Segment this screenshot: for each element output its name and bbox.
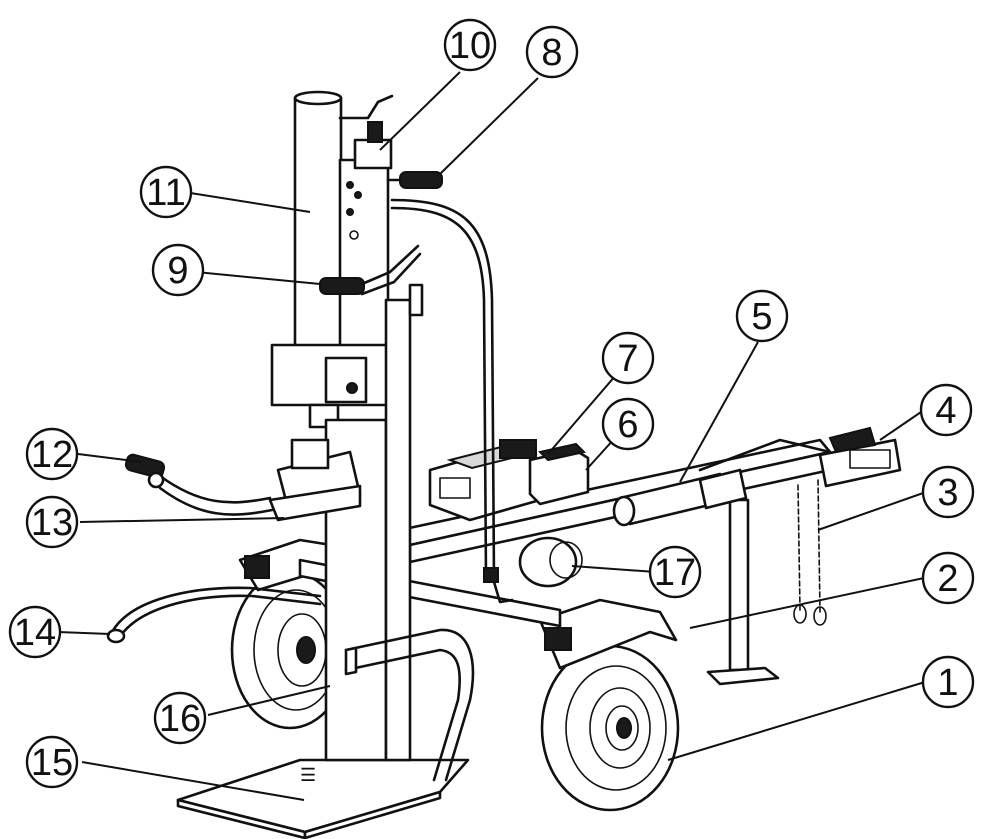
callout-number: 10 [449, 25, 491, 67]
callout-circle [25, 495, 79, 549]
callout-circle [648, 545, 702, 599]
callout-6: 6 [601, 397, 655, 451]
callout-number: 2 [937, 558, 958, 600]
callout-number: 14 [14, 612, 56, 654]
callout-number: 12 [31, 434, 73, 476]
hydraulic-cylinder [612, 468, 748, 527]
callout-circle [921, 465, 975, 519]
callout-4: 4 [919, 383, 973, 437]
callout-3: 3 [921, 465, 975, 519]
lift-arm [110, 586, 322, 634]
callout-number: 6 [617, 404, 638, 446]
callout-circle [139, 165, 193, 219]
control-handle-8 [386, 171, 443, 189]
right-wheel [540, 644, 680, 812]
splitter-column [293, 90, 390, 380]
oil-tank [518, 536, 583, 588]
leader-lines [57, 71, 927, 801]
callout-number: 17 [654, 552, 696, 594]
splitting-wedge [270, 343, 394, 429]
lever-12 [124, 453, 274, 516]
callout-number: 5 [751, 296, 772, 338]
callout-12: 12 [25, 427, 79, 481]
callout-number: 9 [167, 250, 188, 292]
callout-number: 3 [937, 472, 958, 514]
callout-14: 14 [8, 605, 62, 659]
callout-7: 7 [601, 331, 655, 385]
callout-circle [921, 655, 975, 709]
callout-1: 1 [921, 655, 975, 709]
control-handle-9 [319, 244, 422, 296]
callout-circle [601, 397, 655, 451]
fuel-tank [528, 442, 590, 506]
callout-5: 5 [735, 289, 789, 343]
callout-circle [25, 427, 79, 481]
valve-block [338, 94, 394, 170]
callout-number: 4 [935, 390, 956, 432]
callout-10: 10 [443, 18, 497, 72]
callout-circle [151, 243, 205, 297]
callout-number: 7 [617, 338, 638, 380]
tow-coupling [818, 426, 902, 488]
callout-circle [153, 691, 207, 745]
fenders [238, 538, 678, 670]
callout-number: 11 [146, 172, 185, 214]
callout-circle [443, 18, 497, 72]
callout-17: 17 [648, 545, 702, 599]
callout-16: 16 [153, 691, 207, 745]
callout-circle [735, 289, 789, 343]
callout-number: 16 [159, 698, 201, 740]
callout-circle [601, 331, 655, 385]
callout-number: 15 [31, 742, 73, 784]
callout-circle [921, 551, 975, 605]
callout-circle [25, 735, 79, 789]
callout-number: 8 [541, 32, 562, 74]
hydraulic-hose [390, 198, 496, 580]
support-leg [706, 498, 780, 686]
callout-circle [525, 25, 579, 79]
callout-circle [8, 605, 62, 659]
base-plate: ☰ [176, 758, 470, 839]
callout-11: 11 [139, 165, 193, 219]
foot-guard [344, 628, 475, 782]
svg-text:☰: ☰ [300, 765, 316, 785]
callout-8: 8 [525, 25, 579, 79]
safety-chains [793, 479, 827, 626]
callout-9: 9 [151, 243, 205, 297]
callout-circle [919, 383, 973, 437]
callout-15: 15 [25, 735, 79, 789]
callout-2: 2 [921, 551, 975, 605]
callout-13: 13 [25, 495, 79, 549]
callout-number: 13 [31, 502, 73, 544]
log-table [268, 438, 362, 522]
callout-number: 1 [937, 662, 958, 704]
